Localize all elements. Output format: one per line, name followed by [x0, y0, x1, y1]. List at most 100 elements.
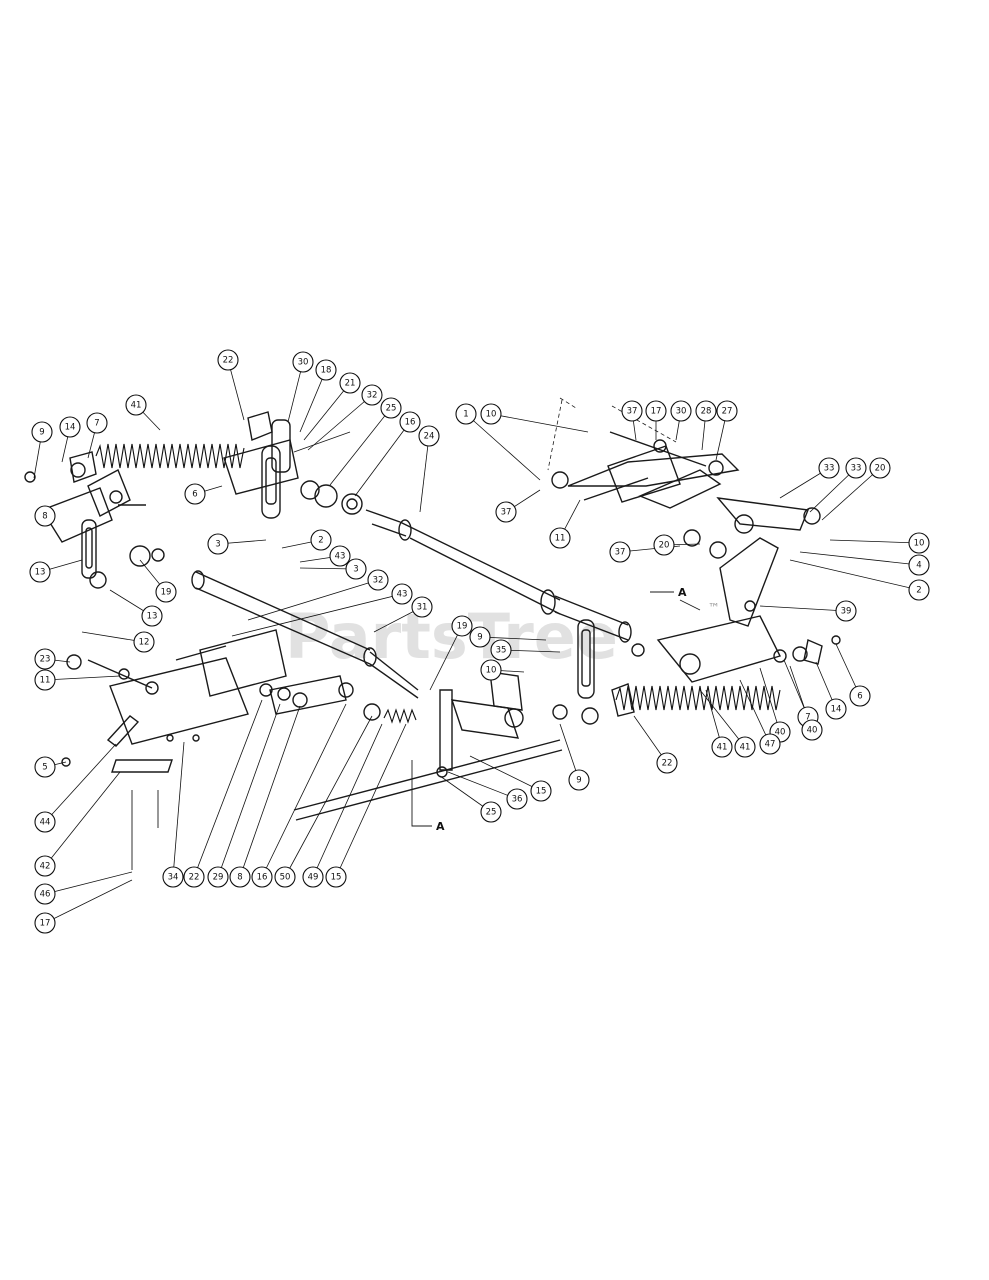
callout-bubble-39: 39	[835, 600, 857, 622]
callout-circle	[480, 403, 502, 425]
callout-number: 36	[512, 795, 523, 805]
callout-leader	[44, 771, 121, 867]
callout-bubble-30: 30	[670, 400, 692, 422]
callout-bubble-20: 20	[869, 457, 891, 479]
callout-circle	[908, 579, 930, 601]
callout-leader	[429, 625, 463, 691]
section-marker-upper: A	[678, 586, 687, 599]
callout-bubble-11: 11	[34, 669, 56, 691]
callout-circle	[845, 457, 867, 479]
callout-leader	[299, 369, 327, 433]
callout-number: 17	[651, 407, 662, 417]
callout-circle	[801, 719, 823, 741]
callout-number: 8	[42, 512, 47, 522]
callout-bubble-3: 3	[345, 558, 367, 580]
callout-leader	[193, 699, 263, 878]
callout-leader	[44, 879, 133, 924]
callout-circle	[759, 733, 781, 755]
callout-bubble-41: 41	[711, 736, 733, 758]
callout-circle	[310, 529, 332, 551]
callout-number: 13	[35, 568, 46, 578]
callout-bubble-37: 37	[495, 501, 517, 523]
callout-bubble-8: 8	[229, 866, 251, 888]
callout-bubble-19: 19	[451, 615, 473, 637]
callout-circle	[869, 457, 891, 479]
callout-bubble-4: 4	[908, 554, 930, 576]
callout-circle	[339, 372, 361, 394]
callout-circle	[621, 400, 643, 422]
callout-circle	[549, 527, 571, 549]
callout-circle	[34, 648, 56, 670]
callout-circle	[59, 416, 81, 438]
callout-circle	[670, 400, 692, 422]
callout-bubble-33: 33	[845, 457, 867, 479]
callout-circle	[155, 581, 177, 603]
callout-circle	[908, 532, 930, 554]
callout-circle	[495, 501, 517, 523]
callout-number: 34	[168, 873, 179, 883]
callout-bubble-19: 19	[155, 581, 177, 603]
callout-bubble-21: 21	[339, 372, 361, 394]
callout-circle	[125, 394, 147, 416]
callout-leader	[829, 539, 920, 544]
callout-number: 5	[42, 763, 47, 773]
callout-number: 32	[367, 391, 378, 401]
callout-bubble-43: 43	[391, 583, 413, 605]
callout-circle	[31, 421, 53, 443]
callout-leader	[217, 703, 281, 878]
callout-bubble-14: 14	[825, 698, 847, 720]
callout-circle	[908, 554, 930, 576]
callout-bubble-13: 13	[29, 561, 51, 583]
callout-number: 9	[477, 633, 482, 643]
callout-circle	[451, 615, 473, 637]
upper-right-arm	[547, 397, 821, 559]
callout-number: 16	[405, 418, 416, 428]
callout-bubble-36: 36	[506, 788, 528, 810]
callout-circle	[645, 400, 667, 422]
callout-bubble-9: 9	[31, 421, 53, 443]
callout-leader	[799, 551, 920, 566]
callout-bubble-25: 25	[380, 397, 402, 419]
callout-number: 3	[353, 565, 358, 575]
callout-bubble-35: 35	[490, 639, 512, 661]
callout-bubble-13: 13	[141, 605, 163, 627]
callout-leader	[303, 382, 351, 441]
right-lever-bracket	[577, 537, 781, 699]
callout-number: 10	[914, 539, 925, 549]
callout-number: 32	[373, 576, 384, 586]
callout-leader	[465, 413, 541, 481]
callout-number: 22	[189, 873, 200, 883]
callout-number: 10	[486, 666, 497, 676]
callout-bubble-25: 25	[480, 801, 502, 823]
callout-number: 3	[215, 540, 220, 550]
callout-leader	[261, 703, 347, 878]
section-marker-group: A A	[411, 586, 701, 833]
callout-bubble-37: 37	[621, 400, 643, 422]
callout-bubble-30: 30	[292, 351, 314, 373]
callout-leader	[231, 593, 403, 637]
callout-leader	[759, 667, 781, 733]
callout-leader	[447, 771, 518, 800]
callout-number: 11	[555, 534, 566, 544]
callout-circle	[302, 866, 324, 888]
callout-number: 11	[40, 676, 51, 686]
callout-number: 43	[335, 552, 346, 562]
callout-leader	[239, 705, 301, 878]
callout-circle	[825, 698, 847, 720]
callout-bubble-5: 5	[34, 756, 56, 778]
callout-bubble-1: 1	[455, 403, 477, 425]
callout-circle	[480, 659, 502, 681]
callout-bubble-44: 44	[34, 811, 56, 833]
callout-number: 20	[875, 464, 886, 474]
callout-number: 35	[496, 646, 507, 656]
callout-bubble-2: 2	[908, 579, 930, 601]
callout-bubble-32: 32	[361, 384, 383, 406]
lower-left-plate	[61, 629, 287, 870]
callout-bubble-34: 34	[162, 866, 184, 888]
callout-bubble-18: 18	[315, 359, 337, 381]
callout-circle	[207, 533, 229, 555]
callout-leader	[44, 675, 121, 681]
callout-number: 10	[486, 410, 497, 420]
callout-number: 9	[39, 428, 44, 438]
callout-number: 6	[192, 490, 197, 500]
